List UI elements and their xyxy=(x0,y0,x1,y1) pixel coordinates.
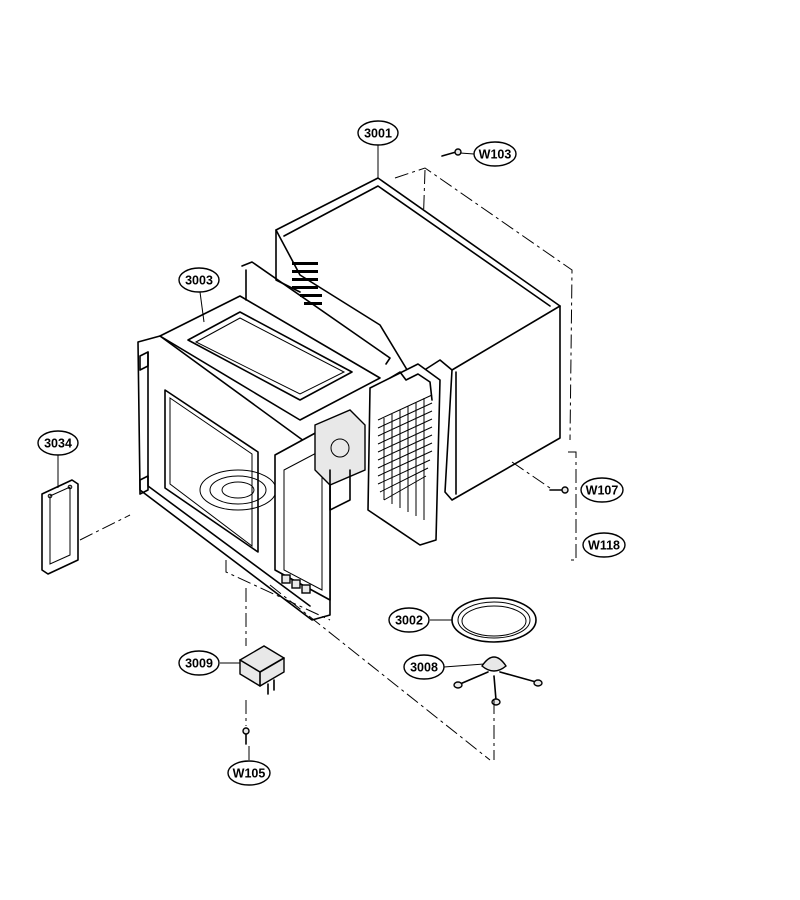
callout-3001: 3001 xyxy=(357,120,399,146)
screw-w105 xyxy=(242,727,250,745)
callout-label: 3001 xyxy=(364,127,392,141)
screw-w107 xyxy=(511,461,569,494)
callout-3009: 3009 xyxy=(178,650,220,676)
callout-3003: 3003 xyxy=(178,267,220,293)
callout-w118: W118 xyxy=(582,532,626,558)
leader-lines xyxy=(57,145,485,760)
bracket-w107-w118 xyxy=(568,451,577,561)
callout-label: W103 xyxy=(479,148,512,162)
callout-w107: W107 xyxy=(580,477,624,503)
side-panel-perforation xyxy=(377,394,433,520)
panel-cover-3034 xyxy=(41,479,131,575)
callout-label: 3009 xyxy=(185,657,213,671)
turntable-tray-3002 xyxy=(451,597,537,643)
screw-w103 xyxy=(441,148,462,157)
callout-label: 3008 xyxy=(410,661,438,675)
cavity-assembly xyxy=(137,261,491,761)
roller-guide-3008 xyxy=(453,656,543,760)
callout-label: 3002 xyxy=(395,614,423,628)
callout-3034: 3034 xyxy=(37,430,79,456)
callout-3008: 3008 xyxy=(403,654,445,680)
callout-w103: W103 xyxy=(473,141,517,167)
callout-label: 3003 xyxy=(185,274,213,288)
callout-3002: 3002 xyxy=(388,607,430,633)
callout-label: W118 xyxy=(588,539,620,553)
callout-label: 3034 xyxy=(44,437,72,451)
callout-label: W105 xyxy=(233,767,266,781)
callout-label: W107 xyxy=(586,484,619,498)
outer-cabinet xyxy=(275,167,573,546)
turntable-motor-3009 xyxy=(239,588,285,726)
callout-w105: W105 xyxy=(227,760,271,786)
